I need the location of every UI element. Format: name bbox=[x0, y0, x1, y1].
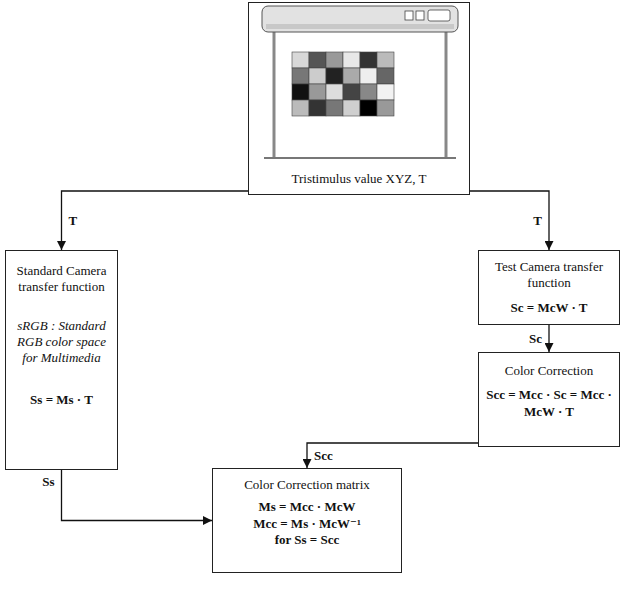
box-text: sRGB : Standard RGB color space for Mult… bbox=[11, 318, 112, 367]
chart-patch bbox=[292, 100, 309, 116]
box-text: Ss = Ms · T bbox=[11, 392, 112, 408]
box-text: for Ss = Scc bbox=[218, 532, 396, 548]
process-box: Color CorrectionScc = Mcc · Sc = Mcc · M… bbox=[478, 352, 620, 447]
chart-patch bbox=[292, 52, 309, 68]
chart-patch bbox=[360, 52, 377, 68]
chart-patch bbox=[326, 100, 343, 116]
result-box: Color Correction matrix Ms = Mcc · McWMcc… bbox=[212, 468, 402, 573]
flow-arrow bbox=[470, 191, 549, 250]
booth-leg bbox=[445, 30, 448, 158]
color-chart bbox=[292, 52, 394, 116]
flow-arrow bbox=[62, 191, 249, 250]
booth-switch bbox=[405, 11, 413, 20]
box-text: Ms = Mcc · McW bbox=[218, 499, 396, 515]
chart-patch bbox=[309, 52, 326, 68]
chart-patch bbox=[377, 52, 394, 68]
signal-label: T bbox=[531, 213, 544, 229]
chart-patch bbox=[309, 68, 326, 84]
flow-arrow bbox=[548, 325, 549, 352]
process-box: Test Camera transfer function Sc = McW · … bbox=[478, 250, 620, 325]
chart-patch bbox=[377, 84, 394, 100]
box-title: Test Camera transfer function bbox=[484, 259, 614, 292]
chart-patch bbox=[309, 84, 326, 100]
booth-leg bbox=[273, 30, 276, 158]
signal-label: Scc bbox=[312, 448, 335, 464]
signal-label: Sc bbox=[527, 331, 544, 347]
chart-patch bbox=[343, 84, 360, 100]
chart-patch bbox=[292, 84, 309, 100]
box-title: Tristimulus value XYZ, T bbox=[254, 171, 464, 187]
booth-lid bbox=[262, 6, 458, 32]
box-title: Color Correction matrix bbox=[218, 477, 396, 493]
chart-patch bbox=[360, 100, 377, 116]
box-text: Sc = McW · T bbox=[484, 300, 614, 316]
chart-patch bbox=[309, 100, 326, 116]
source-box: Tristimulus value XYZ, T bbox=[248, 2, 470, 195]
chart-patch bbox=[360, 68, 377, 84]
chart-patch bbox=[326, 52, 343, 68]
flow-arrow bbox=[62, 470, 213, 521]
box-text: Scc = Mcc · Sc = Mcc · McW · T bbox=[484, 387, 614, 420]
booth-switch bbox=[416, 11, 424, 20]
signal-label: Ss bbox=[40, 474, 56, 490]
flow-arrow bbox=[307, 443, 478, 468]
box-title: Color Correction bbox=[484, 363, 614, 379]
light-booth bbox=[262, 6, 458, 158]
box-text: Mcc = Ms · McW⁻¹ bbox=[218, 516, 396, 532]
booth-lid-edge bbox=[266, 24, 454, 29]
chart-patch bbox=[326, 68, 343, 84]
box-title: Standard Camera transfer function bbox=[11, 263, 112, 296]
booth-base bbox=[264, 157, 456, 159]
chart-patch bbox=[377, 68, 394, 84]
chart-patch bbox=[343, 100, 360, 116]
chart-patch bbox=[326, 84, 343, 100]
booth-panel bbox=[428, 10, 450, 21]
process-box: Standard Camera transfer function sRGB : … bbox=[5, 250, 118, 470]
chart-patch bbox=[343, 52, 360, 68]
chart-patch bbox=[343, 68, 360, 84]
chart-patch bbox=[292, 68, 309, 84]
signal-label: T bbox=[67, 213, 80, 229]
chart-patch bbox=[377, 100, 394, 116]
chart-patch bbox=[360, 84, 377, 100]
